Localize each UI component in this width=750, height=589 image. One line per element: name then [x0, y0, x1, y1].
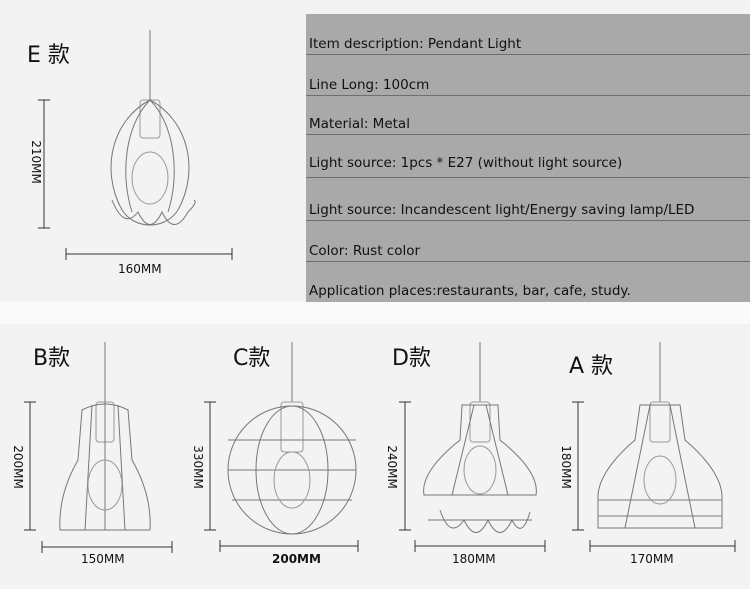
model-a-width: 170MM	[630, 552, 674, 566]
model-b-height: 200MM	[10, 445, 25, 489]
model-d-width: 180MM	[452, 552, 496, 566]
spec-item: Item description: Pendant Light	[309, 36, 522, 52]
lamp-a-drawing	[597, 342, 723, 529]
spec-row-line: Line Long: 100cm	[306, 55, 750, 96]
model-e-label: E 款	[27, 43, 70, 68]
dimension-c	[204, 401, 359, 552]
dimension-a	[572, 401, 736, 552]
model-d-height: 240MM	[384, 445, 399, 489]
model-d-label: D款	[392, 346, 431, 371]
bottom-section	[0, 324, 750, 589]
lamp-d-drawing	[423, 342, 537, 533]
model-a-label: A 款	[569, 354, 614, 379]
spec-row-item: Item description: Pendant Light	[306, 14, 750, 55]
spec-places: Application places:restaurants, bar, caf…	[309, 283, 631, 299]
section-divider	[0, 302, 750, 324]
spec-row-color: Color: Rust color	[306, 221, 750, 262]
model-c-height: 330MM	[190, 445, 205, 489]
spec-material: Material: Metal	[309, 116, 410, 132]
spec-row-source-type: Light source: Incandescent light/Energy …	[306, 178, 750, 221]
model-b-width: 150MM	[81, 552, 125, 566]
model-e-width: 160MM	[118, 262, 162, 276]
model-c-label: C款	[233, 346, 271, 371]
model-e-height: 210MM	[28, 140, 43, 184]
spec-line: Line Long: 100cm	[309, 77, 430, 93]
spec-row-material: Material: Metal	[306, 96, 750, 135]
spec-source-type: Light source: Incandescent light/Energy …	[309, 202, 695, 218]
spec-color: Color: Rust color	[309, 243, 421, 259]
spec-panel: Item description: Pendant Light Line Lon…	[306, 14, 750, 302]
model-b-label: B款	[33, 346, 71, 371]
spec-source-count: Light source: 1pcs * E27 (without light …	[309, 155, 623, 171]
spec-row-source-count: Light source: 1pcs * E27 (without light …	[306, 135, 750, 178]
model-a-height: 180MM	[558, 445, 573, 489]
dimension-b	[24, 401, 173, 553]
dimension-d	[399, 401, 546, 552]
lamp-b-drawing	[59, 342, 151, 531]
spec-row-places: Application places:restaurants, bar, caf…	[306, 262, 750, 301]
model-c-width: 200MM	[272, 552, 321, 566]
lamp-e-drawing	[110, 30, 196, 226]
dimension-e	[38, 99, 233, 260]
lamp-c-drawing	[227, 342, 357, 535]
